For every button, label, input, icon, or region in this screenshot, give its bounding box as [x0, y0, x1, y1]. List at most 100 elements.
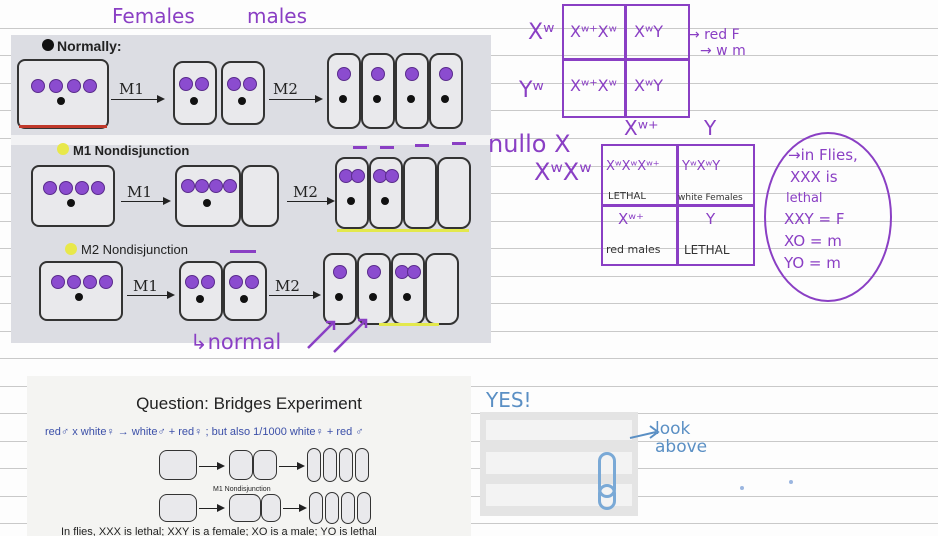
empty-gamete: [425, 253, 459, 325]
black-bullet: [42, 39, 54, 51]
gamete-cell: [357, 253, 391, 325]
mini-gamete: [309, 492, 323, 524]
mini-gamete: [325, 492, 339, 524]
gamete-cell: [369, 157, 403, 229]
punnett1-note: → w m: [700, 43, 746, 59]
punnett1-cell: XʷY: [634, 22, 663, 41]
empty-gamete: [403, 157, 437, 229]
m2-arrow: [269, 291, 321, 299]
circle-note: →in Flies,: [788, 146, 858, 164]
mini-cell: [229, 450, 253, 480]
circle-note: XXX is: [790, 168, 838, 186]
yellow-underline: [379, 323, 439, 326]
mini-arrow: [283, 504, 307, 512]
mini-cell: [159, 494, 197, 522]
m2-label: M2: [275, 277, 300, 295]
daughter-cell: [179, 261, 223, 321]
m1-nondisjunction-heading: M1 Nondisjunction: [73, 143, 190, 158]
circle-note: YO = m: [784, 254, 841, 272]
gamete-cell: [361, 53, 395, 129]
mini-gamete: [339, 448, 353, 482]
parent-cell: [17, 59, 109, 129]
yellow-underline: [337, 229, 469, 232]
red-underline: [19, 125, 107, 128]
m1-label: M1: [119, 80, 144, 98]
bridges-slide: Question: Bridges Experiment red♂ x whit…: [27, 376, 471, 536]
nullo-x-annotation: nullo X: [488, 130, 571, 158]
daughter-cell: [223, 261, 267, 321]
daughter-cell: [175, 165, 241, 227]
mini-cell: [159, 450, 197, 480]
m1-arrow: [121, 197, 171, 205]
punnett1-note: → red F: [688, 27, 740, 43]
punnett2-cell-note: LETHAL: [684, 243, 730, 257]
punnett2-col1-label: Xʷ⁺: [624, 116, 659, 140]
gamete-cell: [327, 53, 361, 129]
look-above-arrow: [629, 425, 660, 439]
males-label: males: [247, 4, 308, 28]
m2-label: M2: [273, 80, 298, 98]
punnett2-cell-note: LETHAL: [608, 191, 646, 202]
m2-arrow: [269, 95, 323, 103]
yes-annotation: YES!: [486, 388, 532, 412]
punnett1-divider-h: [562, 58, 688, 61]
mini-m1-label: M1 Nondisjunction: [213, 486, 271, 493]
mini-arrow: [199, 504, 225, 512]
punnett2-cell: Xʷ⁺: [618, 210, 644, 228]
punnett1-cell: Xʷ⁺Xʷ: [570, 76, 617, 95]
circle-note: XO = m: [784, 232, 842, 250]
punnett1-row2-label: Yʷ: [519, 78, 544, 103]
band: [11, 135, 491, 145]
parent-cell: [39, 261, 123, 321]
gamete-cell: [335, 157, 369, 229]
normal-annotation: ↳normal: [190, 330, 282, 354]
punnett1-row1-label: Xʷ: [528, 20, 555, 45]
females-label: Females: [112, 4, 195, 28]
m2-arrow: [287, 197, 335, 205]
punnett2-cell-note: red males: [606, 243, 661, 256]
m2-nondisjunction-heading: M2 Nondisjunction: [81, 242, 188, 257]
yellow-bullet: [65, 243, 77, 255]
normally-heading: Normally:: [57, 38, 122, 54]
m1-label: M1: [133, 277, 158, 295]
thumbnail-slide: [480, 412, 638, 516]
stray-dot: [740, 486, 744, 490]
daughter-cell: [221, 61, 265, 125]
punnett2-col2-label: Y: [704, 116, 717, 140]
yellow-bullet: [57, 143, 69, 155]
mini-gamete: [307, 448, 321, 482]
gamete-cell: [429, 53, 463, 129]
punnett1-cell: XʷY: [634, 76, 663, 95]
m1-arrow: [111, 95, 165, 103]
punnett1-cell: Xʷ⁺Xʷ: [570, 22, 617, 41]
punnett2-cell-note: white Females: [678, 193, 743, 203]
gamete-cell: [391, 253, 425, 325]
mini-arrow: [199, 462, 225, 470]
punnett2-cell: XʷXʷXʷ⁺: [606, 159, 660, 174]
m1-label: M1: [127, 183, 152, 201]
gamete-cell: [395, 53, 429, 129]
punnett2-divider-h: [601, 204, 753, 207]
mini-gamete: [355, 448, 369, 482]
slide-bottom-text: In flies, XXX is lethal; XXY is a female…: [61, 526, 377, 536]
slide-title: Question: Bridges Experiment: [136, 394, 362, 413]
empty-cell: [241, 165, 279, 227]
mini-gamete: [323, 448, 337, 482]
cross-text: red♂ x white♀ → white♂ + red♀ ; but also…: [45, 426, 364, 438]
mini-gamete: [357, 492, 371, 524]
circle-note: XXY = F: [784, 210, 845, 228]
mini-arrow: [279, 462, 305, 470]
normal-arrows: [307, 318, 368, 353]
gamete-cell: [323, 253, 357, 325]
look-above-annotation: look above: [655, 419, 708, 457]
meiosis-photo: Normally: M1 M2 M1 Nondisjunction M1 M2 …: [11, 35, 491, 343]
m2-label: M2: [293, 183, 318, 201]
mini-cell: [229, 494, 261, 522]
empty-gamete: [437, 157, 471, 229]
parent-cell: [31, 165, 115, 227]
punnett2-cell: Y: [706, 210, 716, 228]
circle-note: lethal: [786, 191, 823, 206]
punnett2-cell: YʷXʷY: [682, 159, 721, 174]
notes-circle: [764, 132, 892, 302]
mini-gamete: [341, 492, 355, 524]
